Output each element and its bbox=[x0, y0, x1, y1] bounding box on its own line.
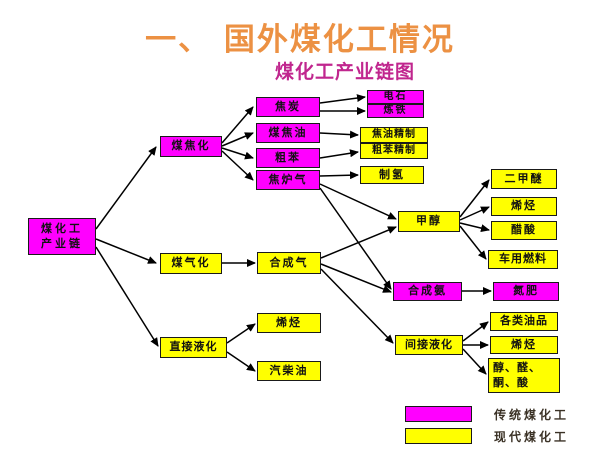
node-label: 煤化工 bbox=[41, 221, 83, 235]
node-label: 合成气 bbox=[269, 255, 309, 269]
arrow-methanol-vehicle-fuel bbox=[459, 225, 487, 260]
node-label: 制氢 bbox=[379, 167, 405, 181]
legend-label-traditional: 传统煤化工 bbox=[494, 407, 570, 422]
node-label: 焦油精制 bbox=[372, 129, 416, 141]
node-coke: 焦炭 bbox=[256, 97, 320, 117]
arrow-root-coking bbox=[95, 146, 157, 230]
node-coke-oven-gas: 焦炉气 bbox=[256, 170, 320, 190]
node-label: 醋酸 bbox=[511, 223, 537, 237]
node-acetic-acid: 醋酸 bbox=[491, 221, 557, 240]
node-benzene-refining: 粗苯精制 bbox=[360, 143, 428, 159]
node-label: 产业链 bbox=[41, 236, 83, 250]
node-label: 焦炭 bbox=[275, 99, 301, 113]
node-alcohols-aldehydes-ketones-acids: 醇、醛、 酮、酸 bbox=[488, 358, 560, 393]
arrow-methanol-olefins bbox=[459, 206, 490, 221]
node-vehicle-fuel: 车用燃料 bbox=[488, 250, 558, 269]
node-crude-benzene: 粗苯 bbox=[256, 148, 320, 168]
node-label: 氮肥 bbox=[513, 284, 539, 298]
legend-swatch-modern bbox=[405, 428, 472, 444]
node-label: 煤焦油 bbox=[268, 125, 308, 139]
node-oil-products: 各类油品 bbox=[490, 312, 558, 331]
node-coking: 煤焦化 bbox=[160, 136, 222, 157]
node-label: 炼铁 bbox=[383, 105, 408, 117]
arrow-coke-oven-gas-hydrogen bbox=[319, 171, 359, 180]
node-label: 酮、酸 bbox=[493, 375, 529, 389]
arrow-root-gasification bbox=[95, 238, 157, 264]
node-nitrogen-fertilizer: 氮肥 bbox=[493, 282, 559, 301]
node-methanol: 甲醇 bbox=[398, 211, 460, 232]
node-tar-refining: 焦油精制 bbox=[360, 127, 428, 143]
arrow-coking-crude-benzene bbox=[221, 147, 254, 160]
arrow-coke-calcium-carbide bbox=[319, 94, 366, 104]
node-syngas: 合成气 bbox=[257, 252, 321, 274]
arrow-direct-liquefaction-gasoline-diesel bbox=[226, 351, 256, 372]
legend-swatch-traditional bbox=[405, 406, 472, 422]
node-label: 煤气化 bbox=[171, 256, 211, 270]
arrow-coal-tar-tar-refining bbox=[319, 130, 359, 139]
node-gasoline-diesel: 汽柴油 bbox=[257, 361, 321, 381]
node-label: 电石 bbox=[383, 91, 408, 103]
arrow-coking-coal-tar bbox=[221, 132, 254, 147]
node-ammonia: 合成氨 bbox=[393, 282, 462, 301]
node-label: 甲醇 bbox=[416, 214, 442, 228]
node-label: 煤焦化 bbox=[171, 139, 211, 153]
arrow-root-direct-liquefaction bbox=[95, 246, 159, 347]
node-dme: 二甲醚 bbox=[491, 169, 557, 189]
node-label: 烯烃 bbox=[511, 199, 537, 213]
arrow-crude-benzene-benzene-refining bbox=[319, 149, 359, 159]
node-label: 烯烃 bbox=[511, 337, 537, 351]
node-label: 间接液化 bbox=[405, 337, 453, 351]
arrow-direct-liquefaction-olefins bbox=[226, 323, 256, 344]
node-indirect-liquefaction: 间接液化 bbox=[395, 335, 463, 355]
node-label: 醇、醛、 bbox=[493, 360, 541, 374]
node-olefins-from-methanol: 烯烃 bbox=[491, 197, 557, 216]
node-coal-tar: 煤焦油 bbox=[256, 123, 320, 143]
node-label: 焦炉气 bbox=[268, 172, 308, 186]
node-label: 汽柴油 bbox=[269, 363, 309, 377]
node-label: 粗苯 bbox=[275, 150, 301, 164]
arrow-indirect-liquefaction-alcohols bbox=[462, 348, 487, 375]
arrow-syngas-ammonia bbox=[320, 263, 392, 293]
node-label: 车用燃料 bbox=[499, 252, 547, 266]
arrow-indirect-liquefaction-oil-products bbox=[462, 321, 489, 342]
arrow-methanol-acetic-acid bbox=[459, 222, 490, 233]
node-label: 二甲醚 bbox=[504, 171, 544, 185]
arrow-coke-oven-gas-methanol bbox=[319, 183, 397, 220]
arrow-methanol-dme bbox=[459, 179, 490, 218]
slide-title: 一、 国外煤化工情况 bbox=[145, 22, 455, 58]
node-calcium-carbide: 电石 bbox=[367, 90, 424, 104]
arrow-syngas-indirect-liquefaction bbox=[320, 268, 394, 344]
node-hydrogen: 制氢 bbox=[360, 166, 424, 184]
legend-label-modern: 现代煤化工 bbox=[494, 429, 570, 444]
node-direct-liquefaction: 直接液化 bbox=[160, 337, 227, 358]
node-label: 直接液化 bbox=[169, 340, 218, 354]
node-olefins-from-indirect: 烯烃 bbox=[490, 336, 558, 354]
arrow-coking-coke-oven-gas bbox=[221, 150, 254, 181]
arrow-syngas-methanol bbox=[320, 226, 397, 259]
node-olefins-from-direct: 烯烃 bbox=[257, 313, 321, 333]
arrow-coking-coke bbox=[221, 106, 254, 144]
node-label: 合成氨 bbox=[408, 284, 447, 298]
node-label: 烯烃 bbox=[276, 315, 302, 329]
diagram-subtitle: 煤化工产业链图 bbox=[274, 61, 415, 83]
node-iron-smelting: 炼铁 bbox=[367, 104, 424, 118]
node-gasification: 煤气化 bbox=[160, 253, 222, 274]
node-root-industry-chain: 煤化工 产业链 bbox=[28, 218, 96, 255]
arrow-coke-oven-gas-ammonia bbox=[319, 187, 392, 290]
node-label: 各类油品 bbox=[500, 314, 548, 328]
node-label: 粗苯精制 bbox=[372, 145, 416, 157]
